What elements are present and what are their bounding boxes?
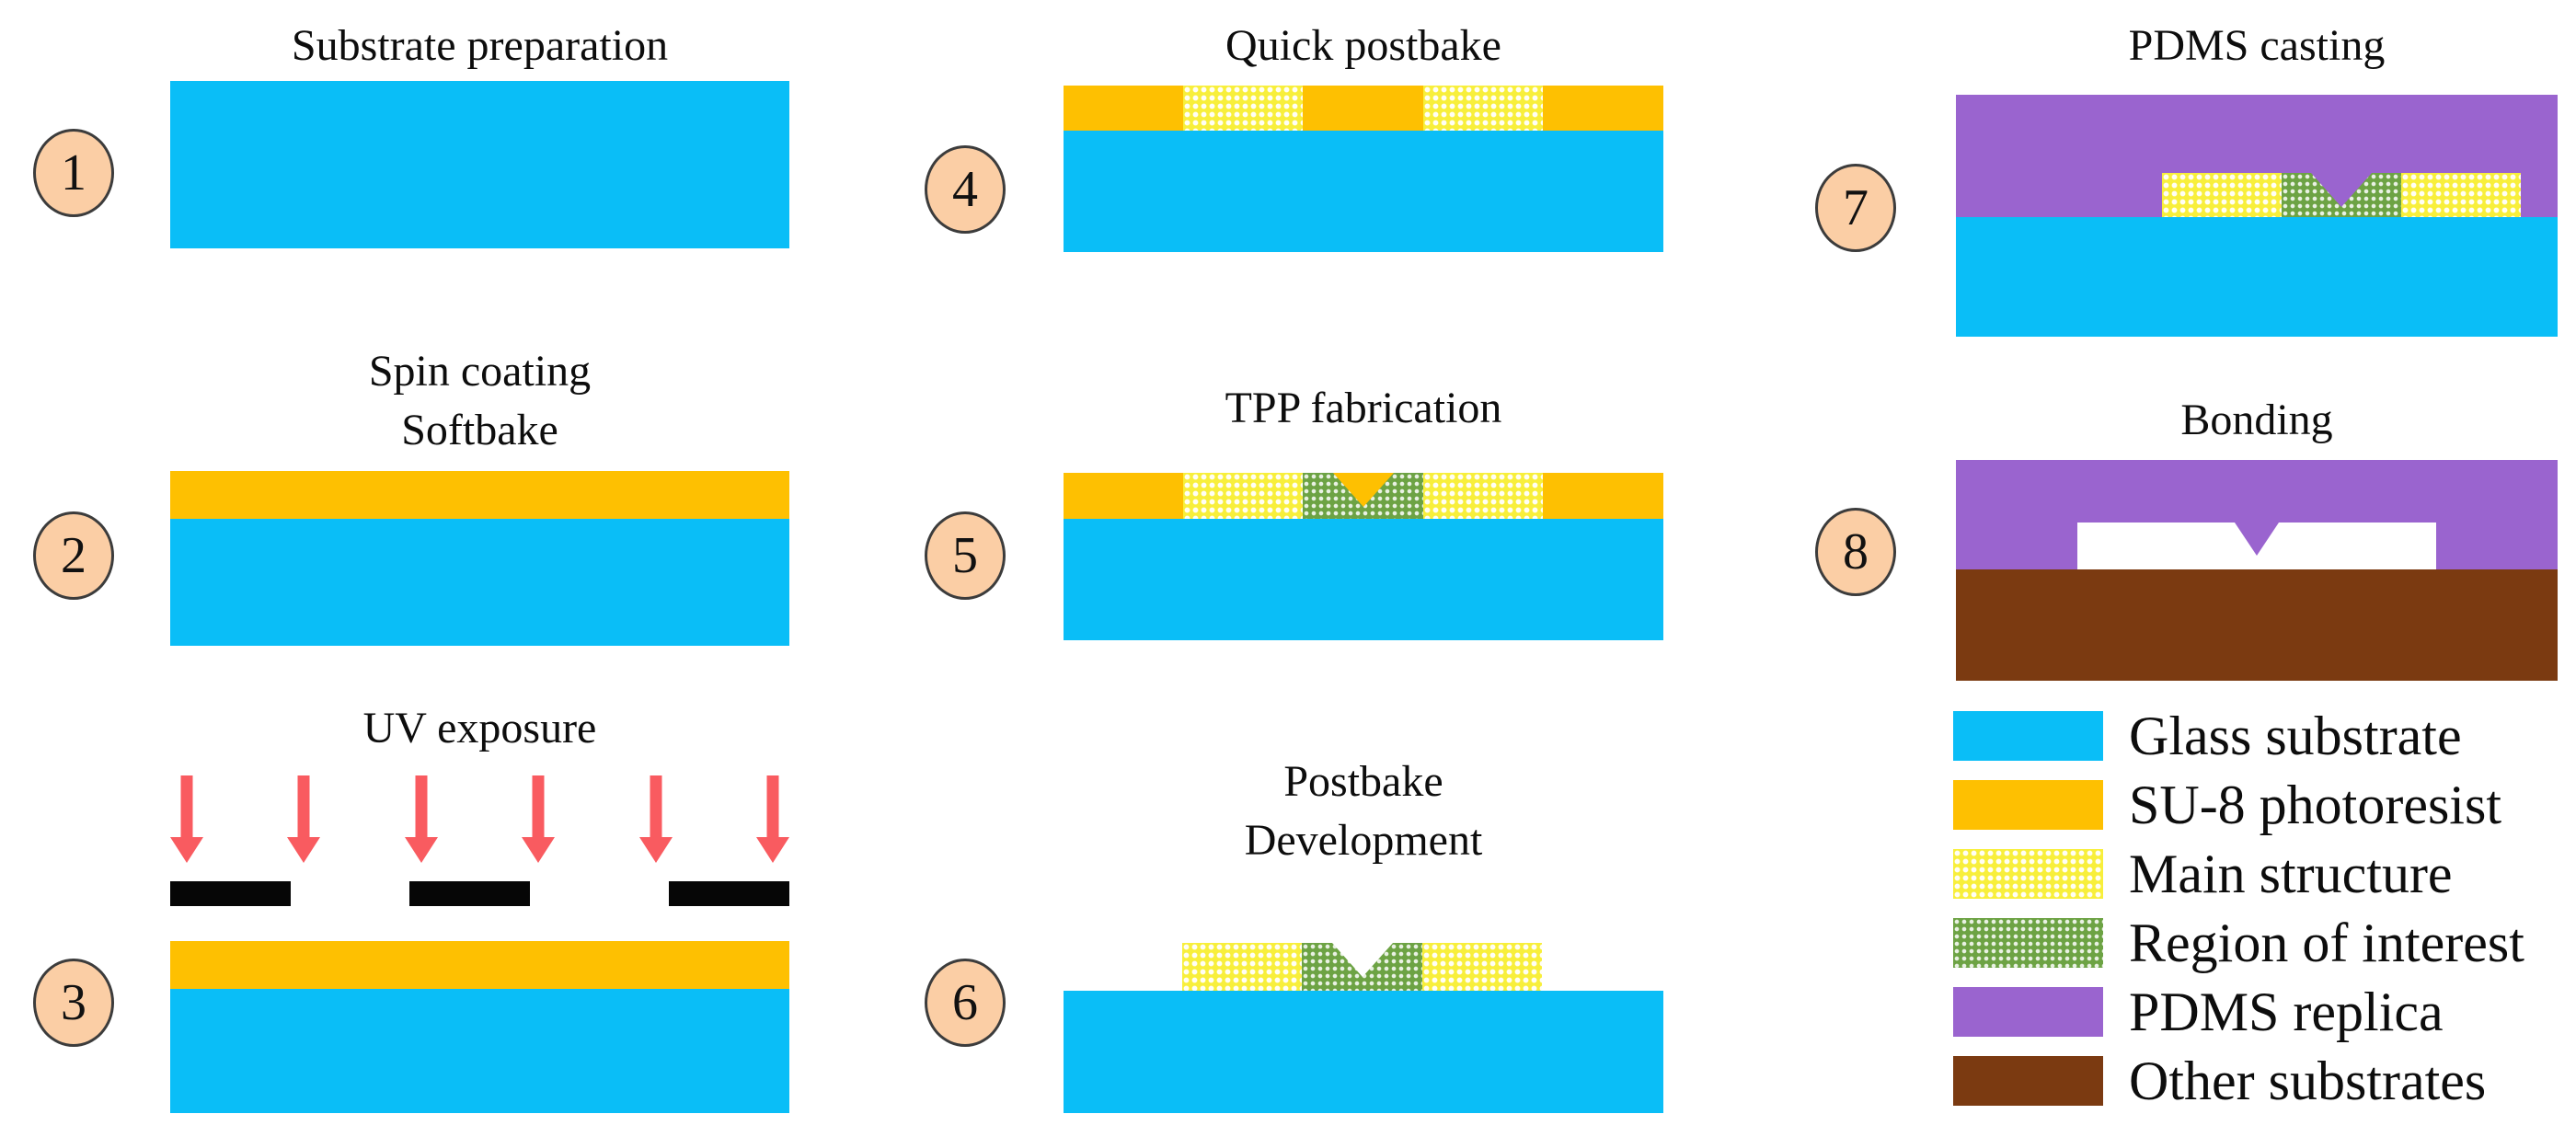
step-1-title-line1: Substrate preparation <box>291 21 669 70</box>
legend-row-other-substrate: Other substrates <box>1953 1053 2486 1108</box>
step-2-title-line2: Softbake <box>401 406 558 454</box>
step-4-title: Quick postbake <box>1064 17 1663 75</box>
developed-structure-strip <box>1182 943 1542 991</box>
legend-row-glass: Glass substrate <box>1953 708 2462 764</box>
main-structure-segment <box>1422 943 1542 991</box>
legend-swatch-other-substrate <box>1953 1056 2103 1106</box>
main-structure-segment <box>1423 473 1543 519</box>
uv-arrow-icon <box>755 775 789 863</box>
glass-substrate-layer <box>170 81 789 248</box>
legend-swatch-pdms <box>1953 987 2103 1037</box>
step-5-title: TPP fabrication <box>1064 379 1663 438</box>
step-7-number: 7 <box>1843 179 1869 236</box>
glass-substrate-layer <box>1064 131 1663 252</box>
step-5-number: 5 <box>952 527 978 584</box>
resist-strip <box>1064 473 1663 519</box>
legend-label: SU-8 photoresist <box>2129 775 2501 835</box>
embedded-structure-strip <box>2162 173 2521 217</box>
photomask-bar <box>170 881 291 906</box>
step-1-number-badge: 1 <box>33 129 114 217</box>
uv-arrow-icon <box>404 775 438 863</box>
step-2-number: 2 <box>61 527 86 584</box>
step-6-title: Postbake Development <box>1064 752 1663 870</box>
step-3-number: 3 <box>61 974 86 1031</box>
legend-label: Main structure <box>2129 844 2453 904</box>
pdms-replica-layer <box>1956 95 2558 217</box>
photomask-bar <box>409 881 530 906</box>
step-3-title-line1: UV exposure <box>362 704 597 752</box>
step-1-number: 1 <box>61 144 86 201</box>
su8-segment <box>1064 86 1183 131</box>
legend-row-pdms: PDMS replica <box>1953 984 2444 1039</box>
main-structure-segment <box>1182 943 1302 991</box>
legend-label: Glass substrate <box>2129 706 2462 766</box>
main-structure-segment <box>1183 86 1303 131</box>
main-structure-segment <box>2401 173 2521 217</box>
legend-swatch-glass <box>1953 711 2103 761</box>
uv-arrow-icon <box>522 775 556 863</box>
step-4-title-line1: Quick postbake <box>1225 21 1501 70</box>
v-groove-notch <box>2311 173 2372 207</box>
photomask-bar <box>669 881 789 906</box>
step-7-title: PDMS casting <box>1956 17 2558 75</box>
v-groove-notch <box>1332 473 1394 507</box>
glass-substrate-layer <box>170 519 789 646</box>
step-8-number: 8 <box>1843 523 1869 580</box>
step-4-number-badge: 4 <box>925 145 1006 234</box>
step-2-title-line1: Spin coating <box>368 347 592 396</box>
step-5-title-line1: TPP fabrication <box>1225 384 1502 432</box>
glass-substrate-layer <box>170 989 789 1113</box>
su8-segment <box>1543 86 1663 131</box>
glass-substrate-layer <box>1064 519 1663 640</box>
legend-label: Region of interest <box>2129 913 2524 973</box>
main-structure-segment <box>1423 86 1543 131</box>
legend-label: Other substrates <box>2129 1051 2487 1111</box>
step-2-number-badge: 2 <box>33 511 114 600</box>
uv-arrow-icon <box>170 775 203 863</box>
microchannel-cavity <box>2077 523 2436 569</box>
step-7-number-badge: 7 <box>1815 164 1896 252</box>
other-substrate-layer <box>1956 569 2558 681</box>
step-6-number-badge: 6 <box>925 959 1006 1047</box>
step-8-title-line1: Bonding <box>2180 396 2333 444</box>
resist-strip <box>1064 86 1663 131</box>
region-of-interest-segment <box>2282 173 2401 217</box>
step-4-number: 4 <box>952 161 978 218</box>
step-2-title: Spin coating Softbake <box>170 342 789 460</box>
legend-swatch-main-structure <box>1953 849 2103 899</box>
v-groove-notch <box>1331 943 1393 977</box>
uv-arrow-icon <box>287 775 321 863</box>
uv-arrow-row <box>170 775 789 863</box>
su8-segment <box>1064 473 1183 519</box>
region-of-interest-segment <box>1303 473 1423 519</box>
main-structure-segment <box>1183 473 1303 519</box>
legend-swatch-su8 <box>1953 780 2103 830</box>
step-6-title-line1: Postbake <box>1283 757 1443 806</box>
legend-row-region-of-interest: Region of interest <box>1953 915 2524 970</box>
step-6-number: 6 <box>952 974 978 1031</box>
step-8-number-badge: 8 <box>1815 508 1896 596</box>
legend-swatch-region-of-interest <box>1953 918 2103 968</box>
step-8-title: Bonding <box>1956 391 2558 450</box>
su8-photoresist-layer <box>170 471 789 519</box>
region-of-interest-segment <box>1302 943 1422 991</box>
su8-segment <box>1303 86 1423 131</box>
su8-segment <box>1543 473 1663 519</box>
step-1-title: Substrate preparation <box>170 17 789 75</box>
step-5-number-badge: 5 <box>925 511 1006 600</box>
main-structure-segment <box>2162 173 2282 217</box>
legend-row-main-structure: Main structure <box>1953 846 2453 902</box>
pdms-replica-layer <box>1956 460 2558 569</box>
step-7-title-line1: PDMS casting <box>2128 21 2386 70</box>
glass-substrate-layer <box>1956 217 2558 337</box>
step-3-title: UV exposure <box>170 699 789 758</box>
su8-photoresist-layer <box>170 941 789 989</box>
glass-substrate-layer <box>1064 991 1663 1113</box>
uv-arrow-icon <box>638 775 673 863</box>
legend-label: PDMS replica <box>2129 982 2444 1042</box>
step-6-title-line2: Development <box>1244 816 1483 865</box>
legend-row-su8: SU-8 photoresist <box>1953 777 2501 833</box>
step-3-number-badge: 3 <box>33 959 114 1047</box>
v-groove-replica-tooth <box>2235 523 2279 556</box>
